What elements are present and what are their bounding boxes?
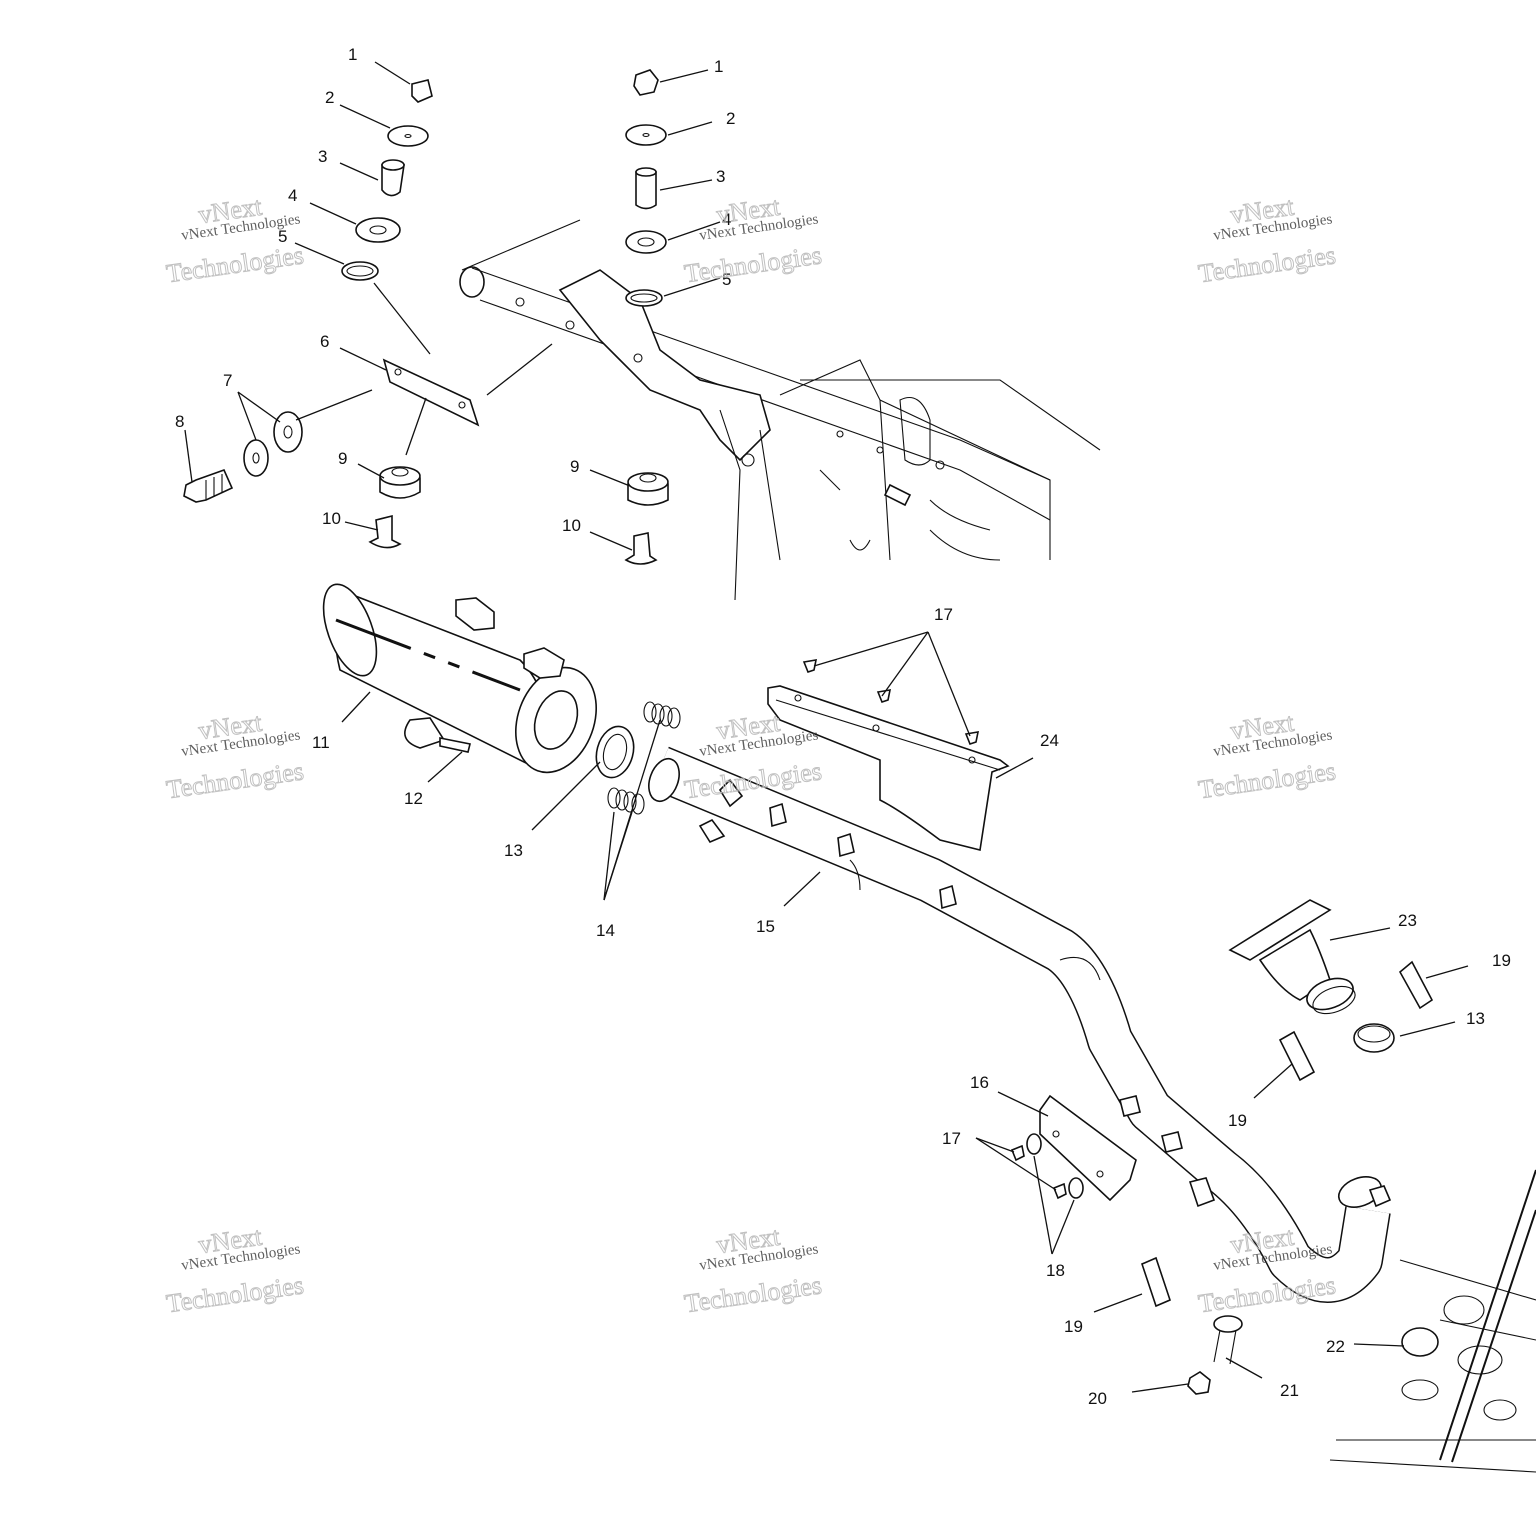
callout-1-right: 1 [714,57,723,76]
callout-2-left: 2 [325,88,334,107]
callout-14: 14 [596,921,615,940]
watermark: vNext Technologies vNext Technologies [682,1221,824,1319]
callout-10-right: 10 [562,516,581,535]
callout-4-right: 4 [722,210,731,229]
callout-17-upper: 17 [934,605,953,624]
callout-4-left: 4 [288,186,297,205]
callout-1-left: 1 [348,45,357,64]
watermark-logo-sub: Technologies [1197,240,1338,288]
callout-7: 7 [223,371,232,390]
watermark-logo-sub: Technologies [1197,1270,1338,1318]
callout-5-right: 5 [722,270,731,289]
callout-9-left: 9 [338,449,347,468]
callout-5-left: 5 [278,227,287,246]
callout-21: 21 [1280,1381,1299,1400]
callout-19-right: 19 [1492,951,1511,970]
callout-15: 15 [756,917,775,936]
lower-bracket-hardware [1010,1094,1137,1202]
right-mount-stack [625,69,667,307]
callout-23: 23 [1398,911,1417,930]
callout-12: 12 [404,789,423,808]
engine-mount-area [1187,1169,1536,1473]
shield-screws [802,659,980,745]
watermark-logo-sub: Technologies [165,756,306,804]
callout-19-middle: 19 [1228,1111,1247,1130]
callout-20: 20 [1088,1389,1107,1408]
watermark-logo-sub: Technologies [1197,756,1338,804]
leader-lines [184,61,1469,1393]
callout-labels: 1 1 2 2 3 3 4 4 5 5 6 7 8 9 9 10 10 11 1… [175,45,1511,1408]
callout-24: 24 [1040,731,1059,750]
frame-crossmember [459,219,1101,601]
muffler-bracket-hardware [183,358,669,565]
watermark-logo-sub: Technologies [683,240,824,288]
callout-13-left: 13 [504,841,523,860]
left-mount-stack [341,79,433,281]
watermark-logo-sub: Technologies [683,1270,824,1318]
callout-19-lower: 19 [1064,1317,1083,1336]
callout-3-right: 3 [716,167,725,186]
watermark: vNext Technologies vNext Technologies [1196,707,1338,805]
callout-18: 18 [1046,1261,1065,1280]
callout-17-lower: 17 [942,1129,961,1148]
callout-10-left: 10 [322,509,341,528]
callout-8: 8 [175,412,184,431]
callout-13-right: 13 [1466,1009,1485,1028]
watermark: vNext Technologies vNext Technologies [1196,191,1338,289]
callout-6: 6 [320,332,329,351]
heat-shield [767,685,1010,851]
exhaust-pipe [648,746,1392,1303]
callout-22: 22 [1326,1337,1345,1356]
watermark: vNext Technologies vNext Technologies [682,191,824,289]
callout-9-right: 9 [570,457,579,476]
callout-16: 16 [970,1073,989,1092]
callout-11: 11 [312,733,330,752]
muffler [322,583,598,774]
callout-3-left: 3 [318,147,327,166]
watermark-logo-sub: Technologies [165,1270,306,1318]
gaskets-springs [595,701,1395,1053]
watermark: vNext Technologies vNext Technologies [164,707,306,805]
exhaust-flange [1141,899,1434,1308]
watermark: vNext Technologies vNext Technologies [164,1221,306,1319]
callout-2-right: 2 [726,109,735,128]
watermark-logo-sub: Technologies [165,240,306,288]
